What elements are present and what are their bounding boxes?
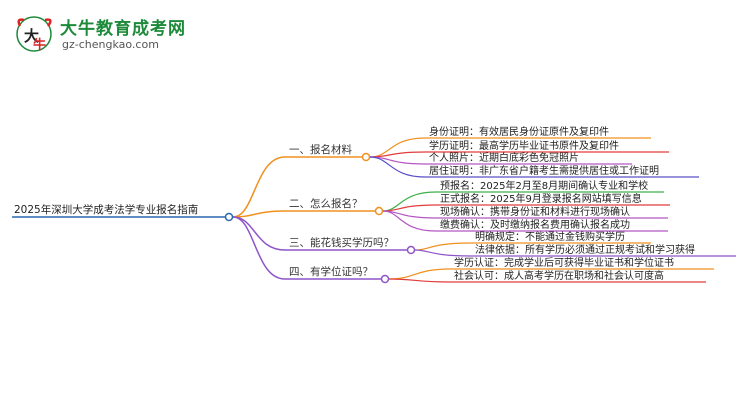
branch2-node[interactable] bbox=[374, 206, 384, 216]
logo-url: gz-chengkao.com bbox=[62, 38, 159, 51]
connector-b1-i4 bbox=[369, 156, 426, 178]
b4-item1: 学历认证：完成学业后可获得毕业证书和学位证书 bbox=[454, 256, 674, 269]
connector-b1-i2 bbox=[369, 151, 426, 158]
connector-root-b4 bbox=[232, 216, 286, 280]
branch4-label: 四、有学位证吗？ bbox=[289, 265, 373, 278]
logo-title: 大牛教育成考网 bbox=[60, 19, 186, 39]
connector-root-b1 bbox=[232, 156, 286, 218]
b3-item2: 法律依据：所有学历必须通过正规考试和学习获得 bbox=[475, 243, 695, 256]
b2-item2: 正式报名：2025年9月登录报名网站填写信息 bbox=[440, 192, 642, 205]
branch4-node[interactable] bbox=[380, 274, 390, 284]
branch1-label: 一、报名材料 bbox=[289, 143, 352, 156]
root-label: 2025年深圳大学成考法学专业报名指南 bbox=[14, 203, 198, 216]
connector-b2-i3 bbox=[382, 210, 437, 219]
b1-item3: 个人照片：近期白底彩色免冠照片 bbox=[429, 151, 579, 164]
connector-root-b2 bbox=[232, 210, 286, 218]
b1-item4: 居住证明：非广东省户籍考生需提供居住或工作证明 bbox=[429, 164, 659, 177]
site-logo[interactable]: 大 牛 大牛教育成考网 gz-chengkao.com bbox=[14, 12, 186, 56]
connector-b2-i1 bbox=[382, 191, 437, 212]
branch2-label: 二、怎么报名？ bbox=[289, 197, 363, 210]
bull-head-logo-icon: 大 牛 bbox=[16, 16, 52, 53]
connector-b2-i2 bbox=[382, 204, 437, 212]
b3-item1: 明确规定：不能通过金钱购买学历 bbox=[475, 230, 625, 243]
svg-text:大: 大 bbox=[24, 27, 39, 45]
b2-item1: 预报名：2025年2月至8月期间确认专业和学校 bbox=[440, 179, 648, 192]
connector-b2-i4 bbox=[382, 210, 437, 232]
b2-item3: 现场确认：携带身份证和材料进行现场确认 bbox=[440, 205, 630, 218]
connector-b4-i1 bbox=[388, 268, 451, 280]
connector-root-b3 bbox=[232, 216, 286, 251]
b1-item1: 身份证明：有效居民身份证原件及复印件 bbox=[429, 125, 609, 138]
branch1-node[interactable] bbox=[361, 152, 371, 162]
b4-item2: 社会认可：成人高考学历在职场和社会认可度高 bbox=[454, 269, 664, 282]
branch3-node[interactable] bbox=[406, 245, 416, 255]
branch3-label: 三、能花钱买学历吗？ bbox=[289, 236, 394, 249]
connector-b3-i1 bbox=[414, 242, 472, 251]
svg-text:牛: 牛 bbox=[33, 37, 46, 53]
connector-b3-i2 bbox=[414, 249, 472, 257]
root-node[interactable] bbox=[224, 212, 234, 222]
connector-b4-i2 bbox=[388, 278, 451, 283]
b2-item4: 缴费确认：及时缴纳报名费用确认报名成功 bbox=[440, 218, 630, 231]
b1-item2: 学历证明：最高学历毕业证书原件及复印件 bbox=[429, 139, 619, 152]
